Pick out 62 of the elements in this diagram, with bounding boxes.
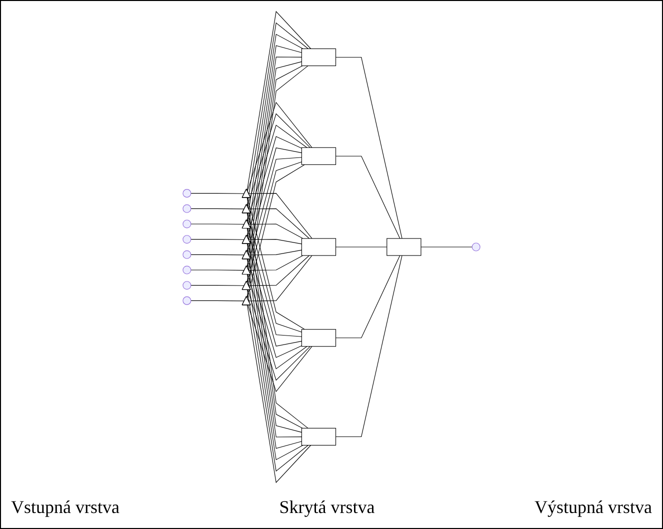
connector: [247, 148, 302, 252]
connector: [190, 285, 245, 286]
connector: [335, 255, 402, 438]
node-box: [301, 428, 336, 446]
connector: [247, 113, 310, 207]
node-box: [301, 238, 336, 256]
connector: [247, 304, 312, 484]
connector: [246, 290, 308, 472]
connector: [248, 304, 312, 392]
connector: [246, 22, 308, 206]
node-circle: [182, 220, 192, 228]
connector: [335, 156, 400, 239]
connector: [246, 274, 304, 460]
connector: [248, 290, 310, 381]
node-box: [301, 147, 336, 165]
node-circle: [472, 242, 480, 252]
connector: [248, 193, 312, 239]
connector: [420, 246, 472, 248]
connector: [248, 208, 310, 239]
connector: [190, 193, 245, 194]
node-circle: [182, 235, 192, 244]
node-circle: [182, 189, 192, 198]
connector: [247, 198, 305, 330]
connector: [248, 274, 308, 370]
connector: [190, 270, 245, 271]
connector: [190, 254, 245, 256]
connector: [247, 228, 302, 337]
connector: [190, 208, 245, 210]
node-circle: [182, 266, 192, 274]
connector: [247, 162, 302, 284]
node-circle: [182, 250, 192, 259]
connector: [190, 300, 245, 302]
connector: [190, 239, 245, 240]
connector: [247, 136, 302, 238]
connector: [248, 224, 304, 239]
connector: [247, 157, 302, 268]
connector: [248, 255, 312, 302]
connector: [247, 244, 302, 346]
node-box: [301, 48, 336, 66]
connector: [248, 239, 302, 244]
connector: [190, 224, 245, 225]
node-circle: [182, 296, 192, 305]
connector: [247, 102, 312, 192]
connector: [246, 34, 304, 222]
connector: [247, 212, 302, 332]
connector: [335, 255, 400, 338]
layer-label: Skrytá vrstva: [279, 497, 375, 518]
connector: [247, 124, 308, 222]
connector: [335, 246, 388, 248]
connector: [246, 10, 312, 191]
layer-label: Vstupná vrstva: [11, 497, 120, 518]
connector: [248, 250, 302, 256]
connector: [248, 255, 310, 286]
node-circle: [182, 281, 192, 290]
connector: [248, 258, 302, 358]
node-box: [386, 238, 422, 256]
connector: [335, 56, 402, 239]
connector: [248, 255, 304, 271]
node-box: [301, 329, 336, 347]
layer-label: Výstupná vrstva: [534, 497, 652, 518]
node-circle: [182, 204, 192, 213]
connector: [247, 164, 305, 298]
